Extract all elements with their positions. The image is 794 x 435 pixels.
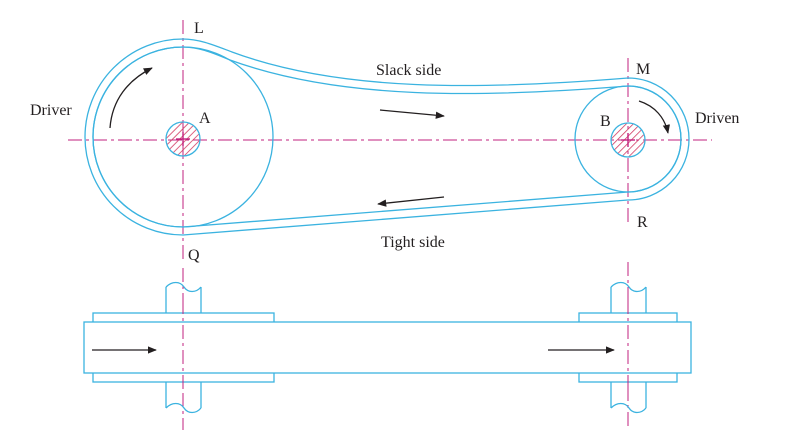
driven-rotation-arrow — [638, 100, 670, 134]
side-belt-band — [83, 321, 692, 374]
pulley-b-label: B — [600, 113, 611, 130]
tight-side-arrow — [377, 196, 445, 207]
driven-label: Driven — [695, 110, 739, 127]
driver-shaft — [165, 121, 201, 157]
belt-inner-edge — [92, 46, 682, 228]
belt — [84, 38, 690, 236]
driver-rotation-arrow — [109, 67, 153, 129]
point-m-label: M — [636, 61, 650, 78]
belt-outer-edge — [84, 38, 690, 236]
motion-arrows — [109, 67, 670, 207]
point-q-label: Q — [188, 247, 200, 264]
driven-shaft — [610, 122, 646, 158]
side-view-belt — [83, 321, 692, 374]
slack-side-label: Slack side — [376, 62, 441, 79]
pulley-a-label: A — [199, 110, 211, 127]
slack-side-arrow — [379, 109, 445, 119]
tight-side-label: Tight side — [381, 234, 445, 251]
driver-label: Driver — [30, 102, 72, 119]
point-r-label: R — [637, 214, 648, 231]
point-l-label: L — [194, 20, 204, 37]
